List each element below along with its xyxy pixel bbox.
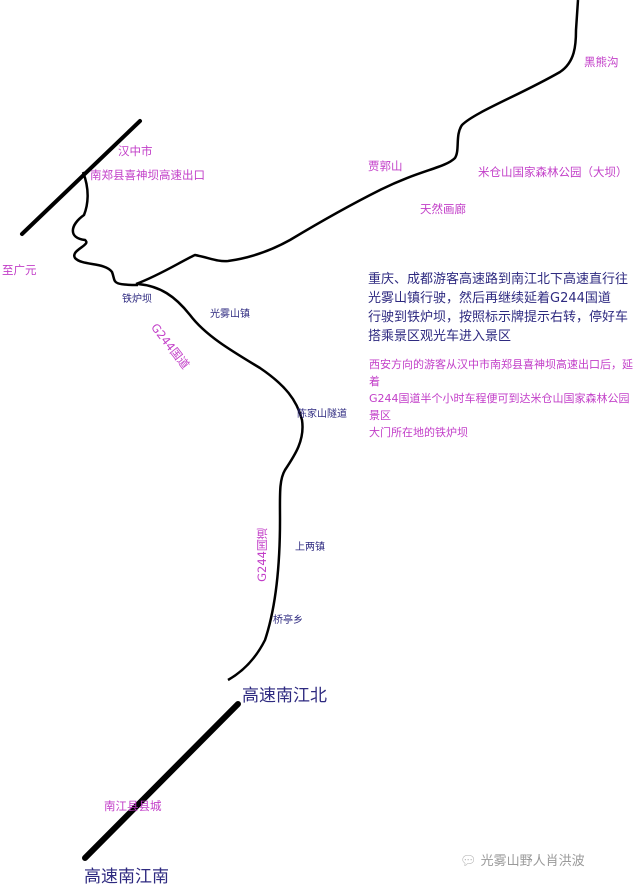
label-to-guangyuan: 至广元	[2, 263, 37, 277]
note-line: G244国道半个小时车程便可到达米仓山国家森林公园景区	[369, 392, 630, 422]
label-nanzheng-exit: 南郑县喜神坝高速出口	[90, 168, 205, 182]
note-line: 行驶到铁炉坝，按照标示牌提示右转，停好车	[368, 310, 629, 325]
note-line: 西安方向的游客从汉中市南郑县喜神坝高速出口后，延着	[369, 358, 633, 388]
highway-nanjiang	[82, 701, 241, 861]
label-g244-lower-text: G244国道	[255, 528, 269, 582]
note-line: 光雾山镇行驶，然后再继续延着G244国道	[368, 291, 611, 306]
note-line: 大门所在地的铁炉坝	[369, 426, 468, 439]
label-guangwushan-town: 光雾山镇	[210, 309, 250, 320]
watermark: 💬︎ 光雾山野人肖洪波	[460, 850, 585, 869]
note-xian: 西安方向的游客从汉中市南郑县喜神坝高速出口后，延着 G244国道半个小时车程便可…	[369, 356, 640, 441]
watermark-text: 光雾山野人肖洪波	[480, 854, 585, 869]
label-qiaoting: 桥亭乡	[273, 615, 303, 626]
label-tieluba: 铁炉坝	[122, 294, 152, 305]
wechat-icon: 💬︎	[460, 854, 477, 869]
note-chongqing-chengdu: 重庆、成都游客高速路到南江北下高速直行往 光雾山镇行驶，然后再继续延着G244国…	[368, 270, 628, 346]
label-jiaguoshan: 贾郭山	[368, 159, 403, 173]
label-micangshan-park: 米仓山国家森林公园（大坝）	[478, 165, 628, 179]
label-chenjiashan-tunnel: 陈家山隧道	[297, 409, 347, 420]
highway-hanzhong	[20, 119, 142, 236]
label-g244-lower: G244国道	[254, 525, 270, 582]
label-nanjiang-north: 高速南江北	[242, 686, 327, 706]
label-shangliang: 上两镇	[295, 542, 325, 553]
road-nanzheng-to-tieluba	[71, 171, 139, 287]
label-nanjiang-county: 南江县县城	[104, 799, 162, 813]
label-hanzhong: 汉中市	[118, 144, 153, 158]
label-heixiong-gou: 黑熊沟	[584, 55, 619, 69]
note-line: 搭乘景区观光车进入景区	[368, 329, 512, 344]
road-g244	[137, 282, 304, 682]
label-nanjiang-south: 高速南江南	[84, 867, 169, 887]
note-line: 重庆、成都游客高速路到南江北下高速直行往	[368, 272, 629, 287]
road-tieluba-to-heixionggou	[135, 0, 580, 286]
label-tianran-hualang: 天然画廊	[420, 202, 466, 216]
